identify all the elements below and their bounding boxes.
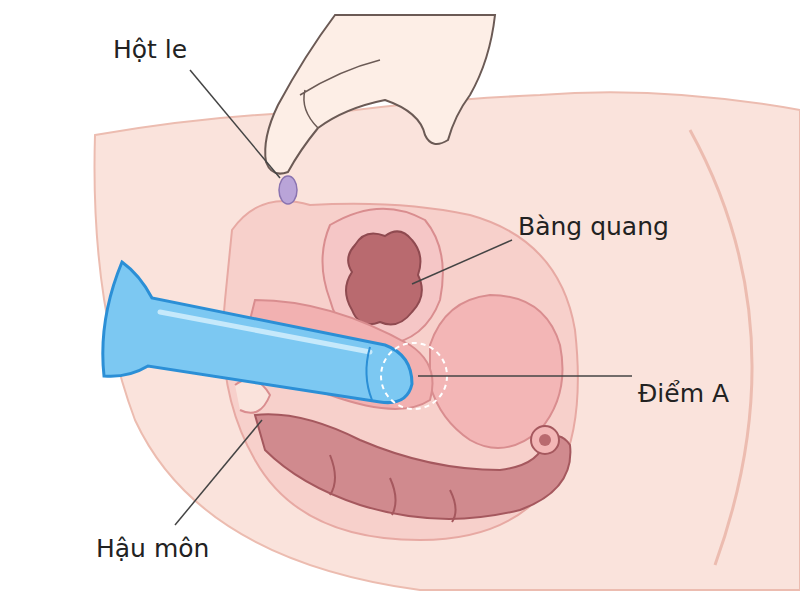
body-silhouette: [95, 92, 800, 590]
buttock-curve: [690, 130, 752, 565]
part-label: Hậu môn: [96, 535, 209, 563]
part-label: Bàng quang: [518, 213, 669, 241]
leader-line: [175, 420, 262, 525]
uterus: [430, 295, 563, 448]
bowel-end-inner: [539, 434, 551, 446]
bowel-end: [531, 426, 559, 454]
hand: [265, 15, 495, 174]
leader-line: [190, 70, 280, 178]
toy-shaft: [103, 262, 412, 403]
leader-line: [412, 240, 512, 284]
toy-tip-ridge: [366, 347, 372, 400]
leader-line: [418, 375, 632, 377]
rectum: [255, 414, 570, 519]
clitoris: [279, 176, 297, 204]
part-label: Hột le: [113, 36, 187, 64]
bladder-inner: [346, 231, 422, 324]
toy-highlight: [160, 312, 370, 352]
finger-lines: [300, 60, 380, 128]
bowel-folds: [330, 455, 456, 522]
part-label: Điểm A: [638, 380, 729, 408]
